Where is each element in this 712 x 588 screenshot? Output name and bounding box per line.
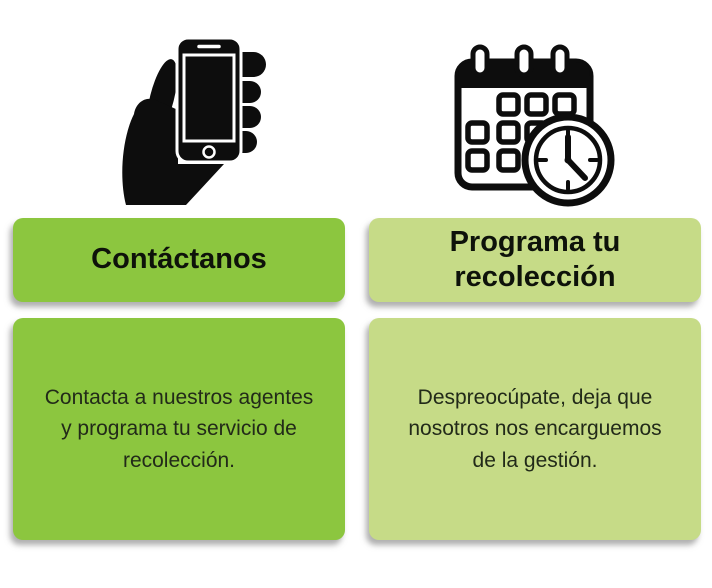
hand-holding-phone-icon [112, 6, 282, 211]
contact-title-card: Contáctanos [13, 218, 345, 302]
schedule-title-card: Programa tu recolección [369, 218, 701, 302]
schedule-title: Programa tu recolección [449, 225, 621, 293]
contact-title: Contáctanos [91, 243, 267, 276]
schedule-body-card: Despreocúpate, deja que nosotros nos enc… [369, 318, 701, 540]
contact-body-card: Contacta a nuestros agentes y programa t… [13, 318, 345, 540]
contact-body-text: Contacta a nuestros agentes y programa t… [44, 385, 314, 472]
calendar-clock-icon [446, 33, 621, 208]
schedule-body-text: Despreocúpate, deja que nosotros nos enc… [408, 385, 662, 472]
